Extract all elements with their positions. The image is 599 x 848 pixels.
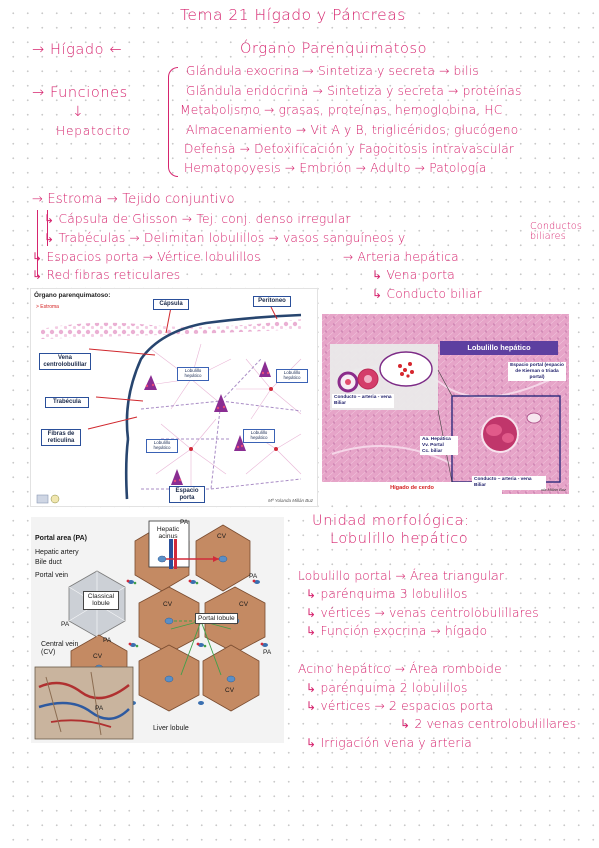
fig1-trabecula-label: Trabécula xyxy=(45,397,89,408)
conductos-biliares: Conductos biliares xyxy=(530,221,583,242)
fig1-lobulillo-label: Lobulillo hepático xyxy=(146,439,178,453)
funcion-item: Hematopoyesis → Embrión → Adulto → Patol… xyxy=(184,161,487,175)
fig1-subtitle: > Estroma xyxy=(36,304,59,310)
acino-line: ↳ parénquima 2 lobulillos xyxy=(306,681,468,695)
portal-line: ↳ parénquima 3 lobulillos xyxy=(306,587,468,601)
portal-line: Lobulillo portal → Área triangular xyxy=(298,569,505,583)
acino-line: Acino hepático → Área romboide xyxy=(298,662,502,676)
fig1-fibras-label: Fibras de reticulina xyxy=(41,429,81,447)
portal-line: ↳ Función exocrina → hígado xyxy=(306,624,488,638)
hexagon-drawing xyxy=(34,520,268,740)
fig1-lobulillo-label: Lobulillo hepático xyxy=(243,429,275,443)
estroma-line-red: ↳ Red fibras reticulares xyxy=(32,268,181,282)
fig3-classical-lobule: Classical lobule xyxy=(83,591,119,610)
liver-lobule-diagram: Portal area (PA) Hepatic artery Bile duc… xyxy=(31,517,284,743)
fig2-caption: Hígado de cerdo xyxy=(322,482,502,494)
fig3-hepatic-acinus: Hepatic acinus xyxy=(156,526,180,541)
estroma-line xyxy=(37,210,38,276)
fig2-components: Aa. Hepática Vv. Portal Cc. biliar xyxy=(420,436,458,456)
fig1-capsula-label: Cápsula xyxy=(153,299,189,310)
fig3-cv-label: CV xyxy=(163,601,173,608)
fig3-liver-lobule: Liver lobule xyxy=(153,725,189,732)
unidad-subtitle: Lobulillo hepático xyxy=(330,531,469,547)
fig1-lobulillo-label: Lobulillo hepático xyxy=(276,369,308,383)
estroma-header: → Estroma → Tejido conjuntivo xyxy=(32,192,235,207)
fig1-credit: Mª Yolanda Millán Buz xyxy=(268,498,313,503)
estroma-line-espacios: ↳ Espacios porta → Vértice lobulillos xyxy=(32,250,261,264)
funciones-arrow: ↓ xyxy=(72,104,84,120)
estroma-line-capsula: ↳ Cápsula de Glisson → Tej. conj. denso … xyxy=(44,212,351,226)
fig3-portal-area: Portal area (PA) xyxy=(35,535,87,542)
estroma-diagram: Órgano parenquimatoso: > Estroma xyxy=(30,288,318,507)
acino-line: ↳ vértices → 2 espacios porta xyxy=(306,699,494,713)
porta-conducto: ↳ Conducto biliar xyxy=(372,287,482,301)
acino-line: ↳ 2 venas centrolobulillares xyxy=(400,717,577,731)
fig1-lobulillo-label: Lobulillo hepático xyxy=(177,367,209,381)
fig1-title: Órgano parenquimatoso: xyxy=(34,292,111,299)
fig2-title: Lobulillo hepático xyxy=(440,341,558,355)
fig2-credit: ola Millán Buz xyxy=(541,487,566,492)
fig3-cv-label: CV xyxy=(239,601,249,608)
funcion-item: Glándula exocrina → Sintetiza y secreta … xyxy=(186,64,479,78)
fig3-cv-label: CV xyxy=(93,653,103,660)
page-title: Tema 21 Hígado y Páncreas xyxy=(180,6,406,24)
fig2-espacio-portal: Espacio portal (espacio de Kiernan o tri… xyxy=(508,362,566,382)
acino-line: ↳ Irrigación vena y arteria xyxy=(306,736,472,750)
topic-higado: → Hígado ← xyxy=(32,42,123,58)
fig1-espacio-label: Espacio porta xyxy=(169,486,205,504)
fig3-central-vein: Central vein (CV) xyxy=(41,641,79,656)
fig3-pa-label: PA xyxy=(180,519,189,526)
fig3-hepatic-artery: Hepatic artery xyxy=(35,549,79,556)
estroma-line xyxy=(47,210,48,246)
fig3-bile-duct: Bile duct xyxy=(35,559,62,566)
fig3-pa-label: PA xyxy=(103,637,112,644)
funciones-brace xyxy=(168,67,178,177)
portal-line: ↳ vértices → venas centrolobulillares xyxy=(306,606,539,620)
funcion-item: Glándula endocrina → Sintetiza y secreta… xyxy=(186,84,522,98)
fig3-pa-label: PA xyxy=(263,649,272,656)
funciones-label: → Funciones xyxy=(32,85,128,101)
fig3-portal-lobule: Portal lobule xyxy=(195,613,238,625)
fig2-inset-caption: Conducto – arteria - vena Biliar xyxy=(332,394,394,408)
topic-organo: Órgano Parenquimatoso xyxy=(240,41,428,57)
lobule-drawing xyxy=(36,306,302,504)
estroma-line-trabeculas: ↳ Trabéculas → Delimitan lobulillos → va… xyxy=(44,231,406,245)
funcion-item: Metabolismo → grasas, proteínas, hemoglo… xyxy=(180,103,503,117)
histology-figure: Lobulillo hepático Espacio portal (espac… xyxy=(322,314,569,494)
unidad-title: Unidad morfológica: xyxy=(312,513,470,529)
fig3-pa-label: PA xyxy=(61,621,70,628)
funcion-item: Almacenamiento → Vit A y B, triglicérido… xyxy=(186,123,519,137)
porta-arteria: → Arteria hepática xyxy=(343,250,459,264)
fig2-bottom-label: Conducto – arteria - vena Biliar xyxy=(472,476,546,490)
porta-vena: ↳ Vena porta xyxy=(372,268,455,282)
fig1-peritoneo-label: Peritoneo xyxy=(253,296,291,307)
fig3-pa-label: PA xyxy=(95,705,104,712)
hepatocito-label: Hepatocito xyxy=(56,124,131,138)
fig3-portal-vein: Portal vein xyxy=(35,572,69,579)
fig3-cv-label: CV xyxy=(217,533,227,540)
fig1-vena-label: Vena centrolobulillar xyxy=(39,353,91,371)
fig3-cv-label: CV xyxy=(225,687,235,694)
funcion-item: Defensa → Detoxificación y Fagocitosis i… xyxy=(184,142,515,156)
fig3-pa-label: PA xyxy=(249,573,258,580)
